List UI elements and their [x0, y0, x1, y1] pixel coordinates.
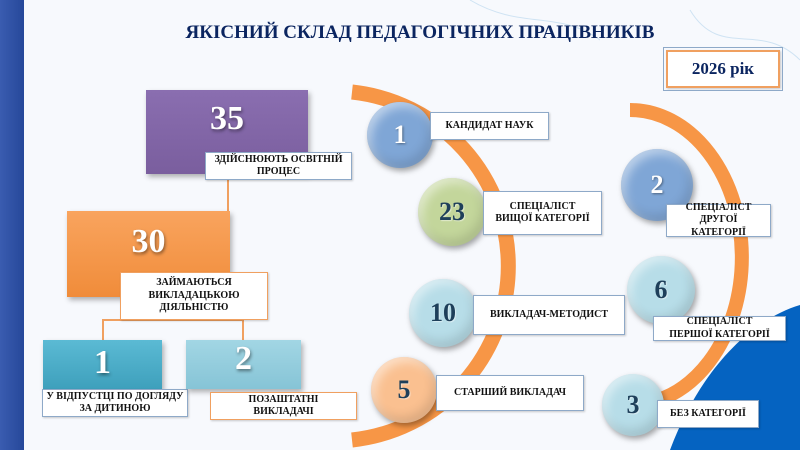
total-label: ЗДІЙСНЮЮТЬ ОСВІТНІЙ ПРОЦЕС [205, 152, 352, 180]
category-label: СТАРШИЙ ВИКЛАДАЧ [436, 375, 584, 411]
external-label: ПОЗАШТАТНІ ВИКЛАДАЧІ [210, 392, 357, 420]
category-label: ВИКЛАДАЧ-МЕТОДИСТ [473, 295, 625, 335]
category-label: КАНДИДАТ НАУК [430, 112, 549, 140]
category-label: БЕЗ КАТЕГОРІЇ [657, 400, 759, 428]
page-title: ЯКІСНИЙ СКЛАД ПЕДАГОГІЧНИХ ПРАЦІВНИКІВ [185, 22, 655, 43]
teaching-label: ЗАЙМАЮТЬСЯ ВИКЛАДАЦЬКОЮ ДІЯЛЬНІСТЮ [120, 272, 268, 320]
category-count-circle: 10 [409, 279, 477, 347]
category-label: СПЕЦІАЛІСТ ПЕРШОЇ КАТЕГОРІЇ [653, 316, 786, 341]
connector [227, 180, 229, 212]
connector [102, 319, 104, 341]
category-count-circle: 23 [418, 178, 486, 246]
connector [102, 319, 244, 321]
category-label: СПЕЦІАЛІСТ ДРУГОЇ КАТЕГОРІЇ [666, 202, 771, 238]
leave-count-box: 1 [43, 340, 162, 389]
category-label: СПЕЦІАЛІСТ ВИЩОЇ КАТЕГОРІЇ [483, 191, 602, 235]
year-badge: 2026 рік [663, 47, 783, 91]
connector [242, 319, 244, 341]
right-arc [629, 103, 749, 412]
category-count-circle: 5 [371, 357, 437, 423]
category-count-circle: 3 [602, 374, 664, 436]
category-count-circle: 1 [367, 102, 433, 168]
category-count-circle: 6 [627, 256, 695, 324]
external-count-box: 2 [186, 340, 301, 389]
leave-label: У ВІДПУСТЦІ ПО ДОГЛЯДУ ЗА ДИТИНОЮ [42, 389, 188, 417]
sidebar-accent [0, 0, 24, 450]
wave-lines [469, 0, 800, 61]
